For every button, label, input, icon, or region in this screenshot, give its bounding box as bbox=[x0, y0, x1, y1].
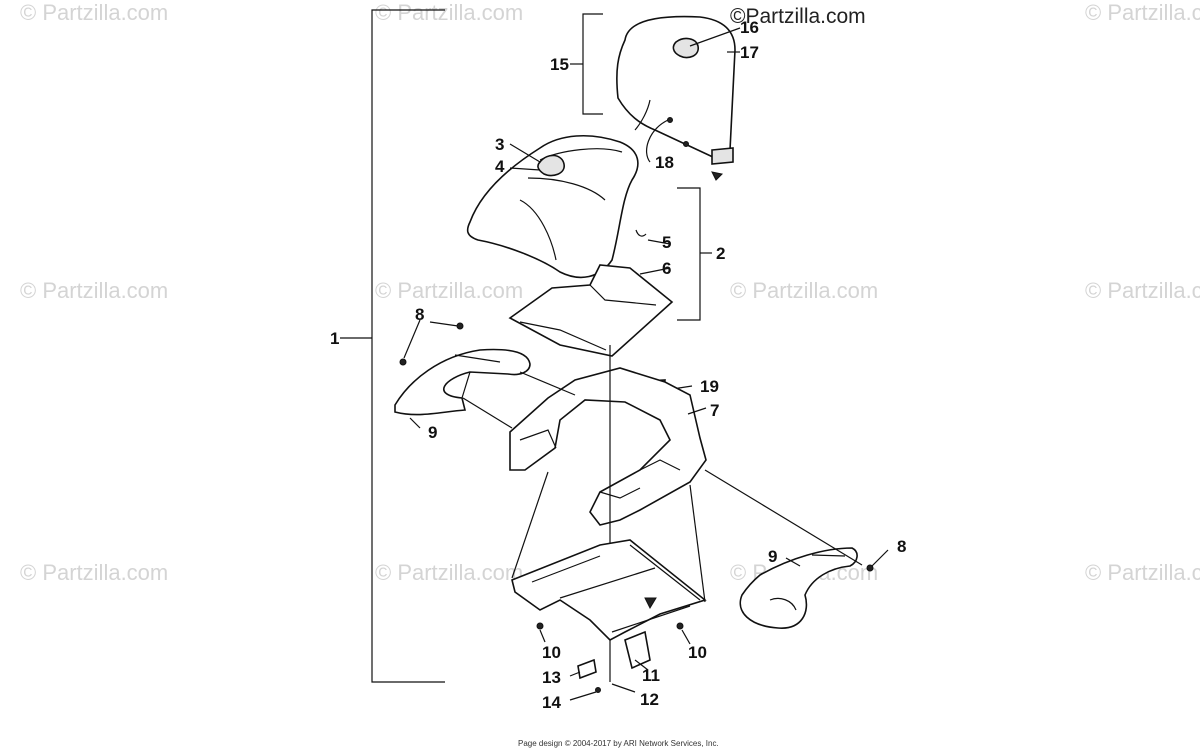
watermark: © Partzilla.com bbox=[20, 0, 168, 25]
callout-13: 13 bbox=[542, 668, 561, 687]
callout-9-left: 9 bbox=[428, 423, 437, 442]
callout-8-right: 8 bbox=[897, 537, 906, 556]
watermark: © Partzilla.com bbox=[20, 278, 168, 303]
callout-11: 11 bbox=[642, 666, 660, 685]
leader-18 bbox=[646, 119, 669, 163]
clip-13 bbox=[577, 658, 597, 680]
screw-8 bbox=[456, 322, 464, 330]
leader-5 bbox=[647, 239, 671, 245]
callout-10-left: 10 bbox=[542, 643, 561, 662]
right-grab-handle bbox=[739, 547, 858, 629]
bracket-item-2 bbox=[677, 187, 701, 321]
bracket-item-1 bbox=[371, 9, 445, 683]
guide-line bbox=[689, 484, 706, 603]
backrest-pad bbox=[616, 15, 736, 181]
leader-8-right bbox=[871, 549, 889, 567]
callout-18: 18 bbox=[655, 153, 674, 172]
leader-10-left bbox=[539, 629, 546, 643]
leader-9-right bbox=[785, 557, 801, 567]
leader-8-left bbox=[403, 319, 421, 359]
leader-8-left bbox=[429, 321, 459, 327]
watermark: © Partzilla.com bbox=[1085, 278, 1200, 303]
guide-line bbox=[462, 397, 513, 429]
partzilla-brand: ©Partzilla.com bbox=[730, 5, 866, 28]
leader-16 bbox=[689, 27, 741, 47]
watermark: © Partzilla.com bbox=[375, 560, 523, 585]
callout-15: 15 bbox=[550, 55, 569, 74]
backrest-foam-patch bbox=[672, 37, 699, 59]
callout-17: 17 bbox=[740, 43, 759, 62]
leader-4 bbox=[509, 167, 541, 171]
arrow-marker bbox=[644, 597, 657, 610]
watermark: © Partzilla.com bbox=[1085, 0, 1200, 25]
rear-handle-frame bbox=[509, 367, 707, 526]
guide-line bbox=[519, 371, 576, 396]
bracket-item-15 bbox=[582, 13, 603, 115]
screw-8 bbox=[399, 358, 407, 366]
copyright-footer: Page design © 2004-2017 by ARI Network S… bbox=[518, 739, 719, 748]
guide-line bbox=[704, 469, 863, 566]
leader-11 bbox=[634, 659, 649, 671]
seat-mount-bracket bbox=[511, 539, 707, 641]
screw-8 bbox=[866, 564, 874, 572]
leader-3 bbox=[509, 143, 541, 163]
callout-5: 5 bbox=[662, 233, 671, 252]
callout-16: 16 bbox=[740, 18, 759, 37]
leader-10-right bbox=[681, 629, 691, 645]
callout-6: 6 bbox=[662, 259, 671, 278]
arrow-marker bbox=[711, 171, 724, 181]
seat-base-pan bbox=[508, 264, 674, 357]
latch-11 bbox=[624, 630, 651, 670]
screw-18 bbox=[667, 117, 673, 123]
watermark: © Partzilla.com bbox=[375, 278, 523, 303]
leader-14 bbox=[569, 691, 597, 701]
callout-9-right: 9 bbox=[768, 547, 777, 566]
seat-foam-patch bbox=[537, 154, 565, 177]
nut-10 bbox=[676, 622, 684, 630]
nut-10 bbox=[536, 622, 544, 630]
callout-4: 4 bbox=[495, 157, 505, 176]
screw-18 bbox=[683, 141, 689, 147]
leader-7 bbox=[687, 407, 707, 415]
callout-19: 19 bbox=[700, 377, 719, 396]
watermark: © Partzilla.com bbox=[20, 560, 168, 585]
callout-10-right: 10 bbox=[688, 643, 707, 662]
callout-12: 12 bbox=[640, 690, 659, 709]
leader-13 bbox=[569, 671, 581, 677]
callout-1: 1 bbox=[330, 329, 339, 348]
watermark: © Partzilla.com bbox=[730, 278, 878, 303]
guide-line bbox=[511, 471, 549, 579]
watermark: © Partzilla.com bbox=[1085, 560, 1200, 585]
callout-7: 7 bbox=[710, 401, 719, 420]
leader-12 bbox=[611, 683, 636, 693]
watermark: © Partzilla.com bbox=[375, 0, 523, 25]
callout-8-left: 8 bbox=[415, 305, 424, 324]
leader-9-left bbox=[409, 417, 421, 429]
screw-14 bbox=[595, 687, 601, 693]
clip-5 bbox=[635, 229, 647, 237]
seat-cushion bbox=[466, 134, 639, 279]
leader-6 bbox=[639, 267, 671, 275]
callout-2: 2 bbox=[716, 244, 725, 263]
callout-14: 14 bbox=[542, 693, 561, 712]
callout-3: 3 bbox=[495, 135, 504, 154]
left-grab-handle bbox=[394, 348, 531, 416]
